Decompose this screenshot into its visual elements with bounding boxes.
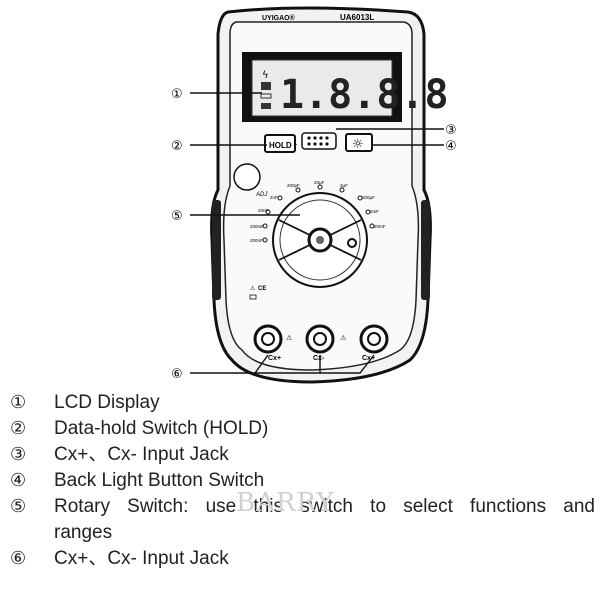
lcd-bar-indicator-icon	[260, 93, 272, 99]
legend-text: Cx+、Cx- Input Jack	[54, 548, 229, 569]
legend-list: ① LCD Display ② Data-hold Switch (HOLD) …	[10, 390, 595, 572]
lcd-battery-icon	[261, 103, 271, 109]
socket-holes	[307, 136, 329, 146]
callout-6: ⑥	[171, 367, 183, 382]
left-grip	[212, 200, 221, 300]
jack-label-middle: Cx-	[313, 355, 325, 362]
callout-5: ⑤	[171, 209, 183, 224]
range-dots	[262, 184, 375, 243]
backlight-icon: ☼	[352, 137, 364, 152]
callout-2: ②	[171, 139, 183, 154]
brand-name: UYIGAO®	[262, 14, 296, 22]
legend-item-hold: ② Data-hold Switch (HOLD)	[10, 416, 595, 442]
range-label: 200pF	[287, 183, 300, 188]
lcd-digits: 1.8.8.8	[280, 72, 449, 118]
legend-item-input-jack: ③ Cx+、Cx- Input Jack	[10, 442, 595, 468]
legend-number: ③	[10, 444, 27, 465]
range-label: 2nF	[270, 195, 278, 200]
range-label: 200mF	[250, 224, 264, 229]
legend-item-input-jack-2: ⑥ Cx+、Cx- Input Jack	[10, 546, 595, 572]
lcd-hold-indicator-icon	[261, 82, 271, 90]
legend-number: ⑤	[10, 496, 27, 517]
warning-icon: ⚠	[250, 285, 256, 292]
certification-icon	[249, 294, 257, 300]
model-name: UA6013L	[340, 13, 374, 22]
hold-button-label: HOLD	[269, 141, 292, 150]
range-label: 2mF	[370, 209, 379, 214]
range-label: 20µF	[314, 180, 325, 185]
callout-1: ①	[171, 87, 183, 102]
legend-number: ①	[10, 392, 27, 413]
legend-item-rotary-continued: ranges	[10, 520, 595, 546]
callout-3: ③	[445, 123, 457, 138]
jack-warning-icon: ⚠	[340, 334, 347, 342]
rotary-index-mark	[347, 238, 357, 248]
jack-label-right: Cx+	[362, 355, 375, 362]
callout-lines	[190, 92, 444, 374]
input-jacks	[253, 324, 389, 354]
range-label: 2µF	[340, 183, 348, 188]
legend-number: ⑥	[10, 548, 27, 569]
legend-number: ②	[10, 418, 27, 439]
range-label: 20mF	[374, 224, 386, 229]
multimeter-diagram: UYIGAO® UA6013L 1.8.8.8 ϟ HOLD - ☼ ADJ 2…	[171, 6, 457, 384]
jack-warning-icon: ⚠	[286, 334, 293, 342]
lcd-lightning-icon: ϟ	[262, 70, 269, 81]
range-label: 200nF	[250, 238, 263, 243]
rotary-hub-center	[316, 236, 324, 244]
legend-item-backlight: ④ Back Light Button Switch	[10, 468, 595, 494]
rotary-dial-inner	[279, 199, 361, 281]
legend-item-rotary: ⑤ Rotary Switch: use this switch to sele…	[10, 494, 595, 520]
legend-item-lcd: ① LCD Display	[10, 390, 595, 416]
legend-text: Cx+、Cx- Input Jack	[54, 444, 229, 465]
right-grip	[421, 200, 430, 300]
legend-text: Back Light Button Switch	[54, 470, 265, 491]
legend-text: Rotary Switch: use this switch to select…	[54, 496, 595, 517]
range-label: 200µF	[362, 195, 375, 200]
ce-mark: CE	[258, 286, 266, 292]
capacitor-socket[interactable]	[301, 132, 337, 150]
jack-label-left: Cx+	[268, 355, 281, 362]
legend-number: ④	[10, 470, 27, 491]
dash-mark: -	[295, 140, 298, 149]
lcd-screen	[251, 59, 393, 117]
backlight-button[interactable]	[345, 133, 373, 152]
adj-label: ADJ	[255, 192, 268, 198]
hold-button[interactable]	[264, 134, 296, 153]
adj-knob[interactable]	[233, 163, 261, 191]
legend-text: Data-hold Switch (HOLD)	[54, 418, 269, 439]
legend-text: ranges	[54, 522, 113, 543]
legend-text: LCD Display	[54, 392, 160, 413]
range-label: 20nF	[258, 208, 269, 213]
callout-4: ④	[445, 139, 457, 154]
